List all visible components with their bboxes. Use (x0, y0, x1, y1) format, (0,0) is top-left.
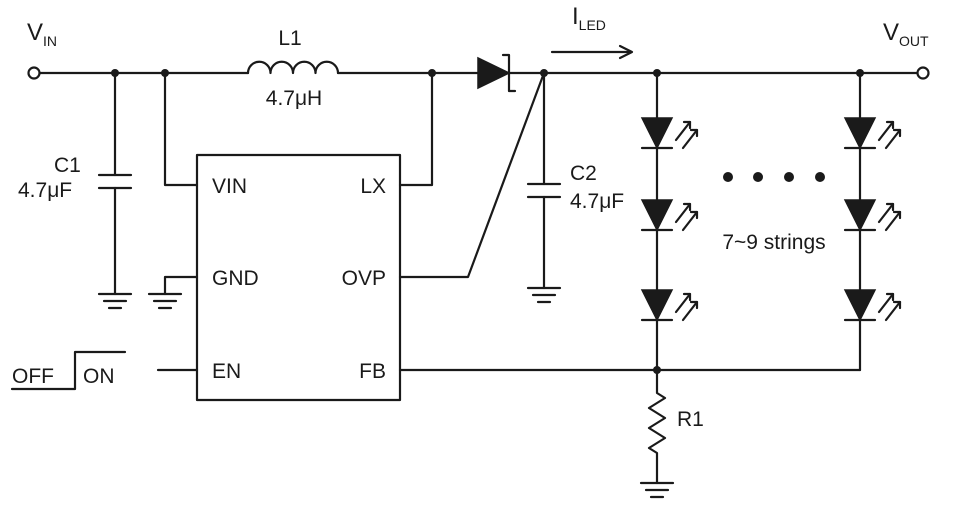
enable-off-label: OFF (12, 365, 54, 388)
current-label: ILED (572, 3, 606, 33)
vin-label: VIN (27, 19, 57, 49)
string-ellipsis (723, 172, 825, 182)
led-string-n (843, 71, 902, 372)
led-string-1 (640, 71, 699, 372)
capacitor-c1 (97, 71, 133, 296)
vout-terminal (916, 66, 930, 80)
capacitor-c2 (526, 71, 562, 304)
led-strings-label: 7~9 strings (722, 231, 825, 254)
pin-gnd: GND (212, 267, 259, 290)
ovp-wire (398, 71, 546, 279)
vin-wire (163, 71, 199, 187)
pin-fb: FB (359, 360, 386, 383)
cap-in-name: C1 (54, 154, 81, 177)
input-rail (27, 66, 480, 80)
pin-lx: LX (360, 175, 386, 198)
vin-terminal (27, 66, 41, 80)
led-icon (640, 289, 699, 322)
ic-ground (147, 275, 199, 310)
current-arrow (550, 44, 634, 60)
cap-out-name: C2 (570, 162, 597, 185)
schottky-diode (477, 53, 862, 93)
inductor-l1 (246, 60, 340, 75)
pin-ovp: OVP (342, 267, 386, 290)
cap-out-value: 4.7μF (570, 190, 624, 213)
enable-step-signal (10, 350, 127, 391)
led-icon (843, 199, 902, 232)
pin-vin: VIN (212, 175, 247, 198)
vout-label: VOUT (883, 19, 929, 49)
led-icon (640, 199, 699, 232)
cap-in-value: 4.7μF (18, 179, 72, 202)
pin-en: EN (212, 360, 241, 383)
enable-on-label: ON (83, 365, 115, 388)
ground-symbol-c1 (97, 292, 133, 310)
inductor-name: L1 (278, 27, 301, 50)
lx-wire (398, 71, 434, 187)
led-icon (843, 289, 902, 322)
led-icon (640, 117, 699, 150)
led-icon (843, 117, 902, 150)
inductor-value: 4.7μH (266, 87, 322, 110)
resistor-r1 (639, 368, 675, 499)
resistor-name: R1 (677, 408, 704, 431)
